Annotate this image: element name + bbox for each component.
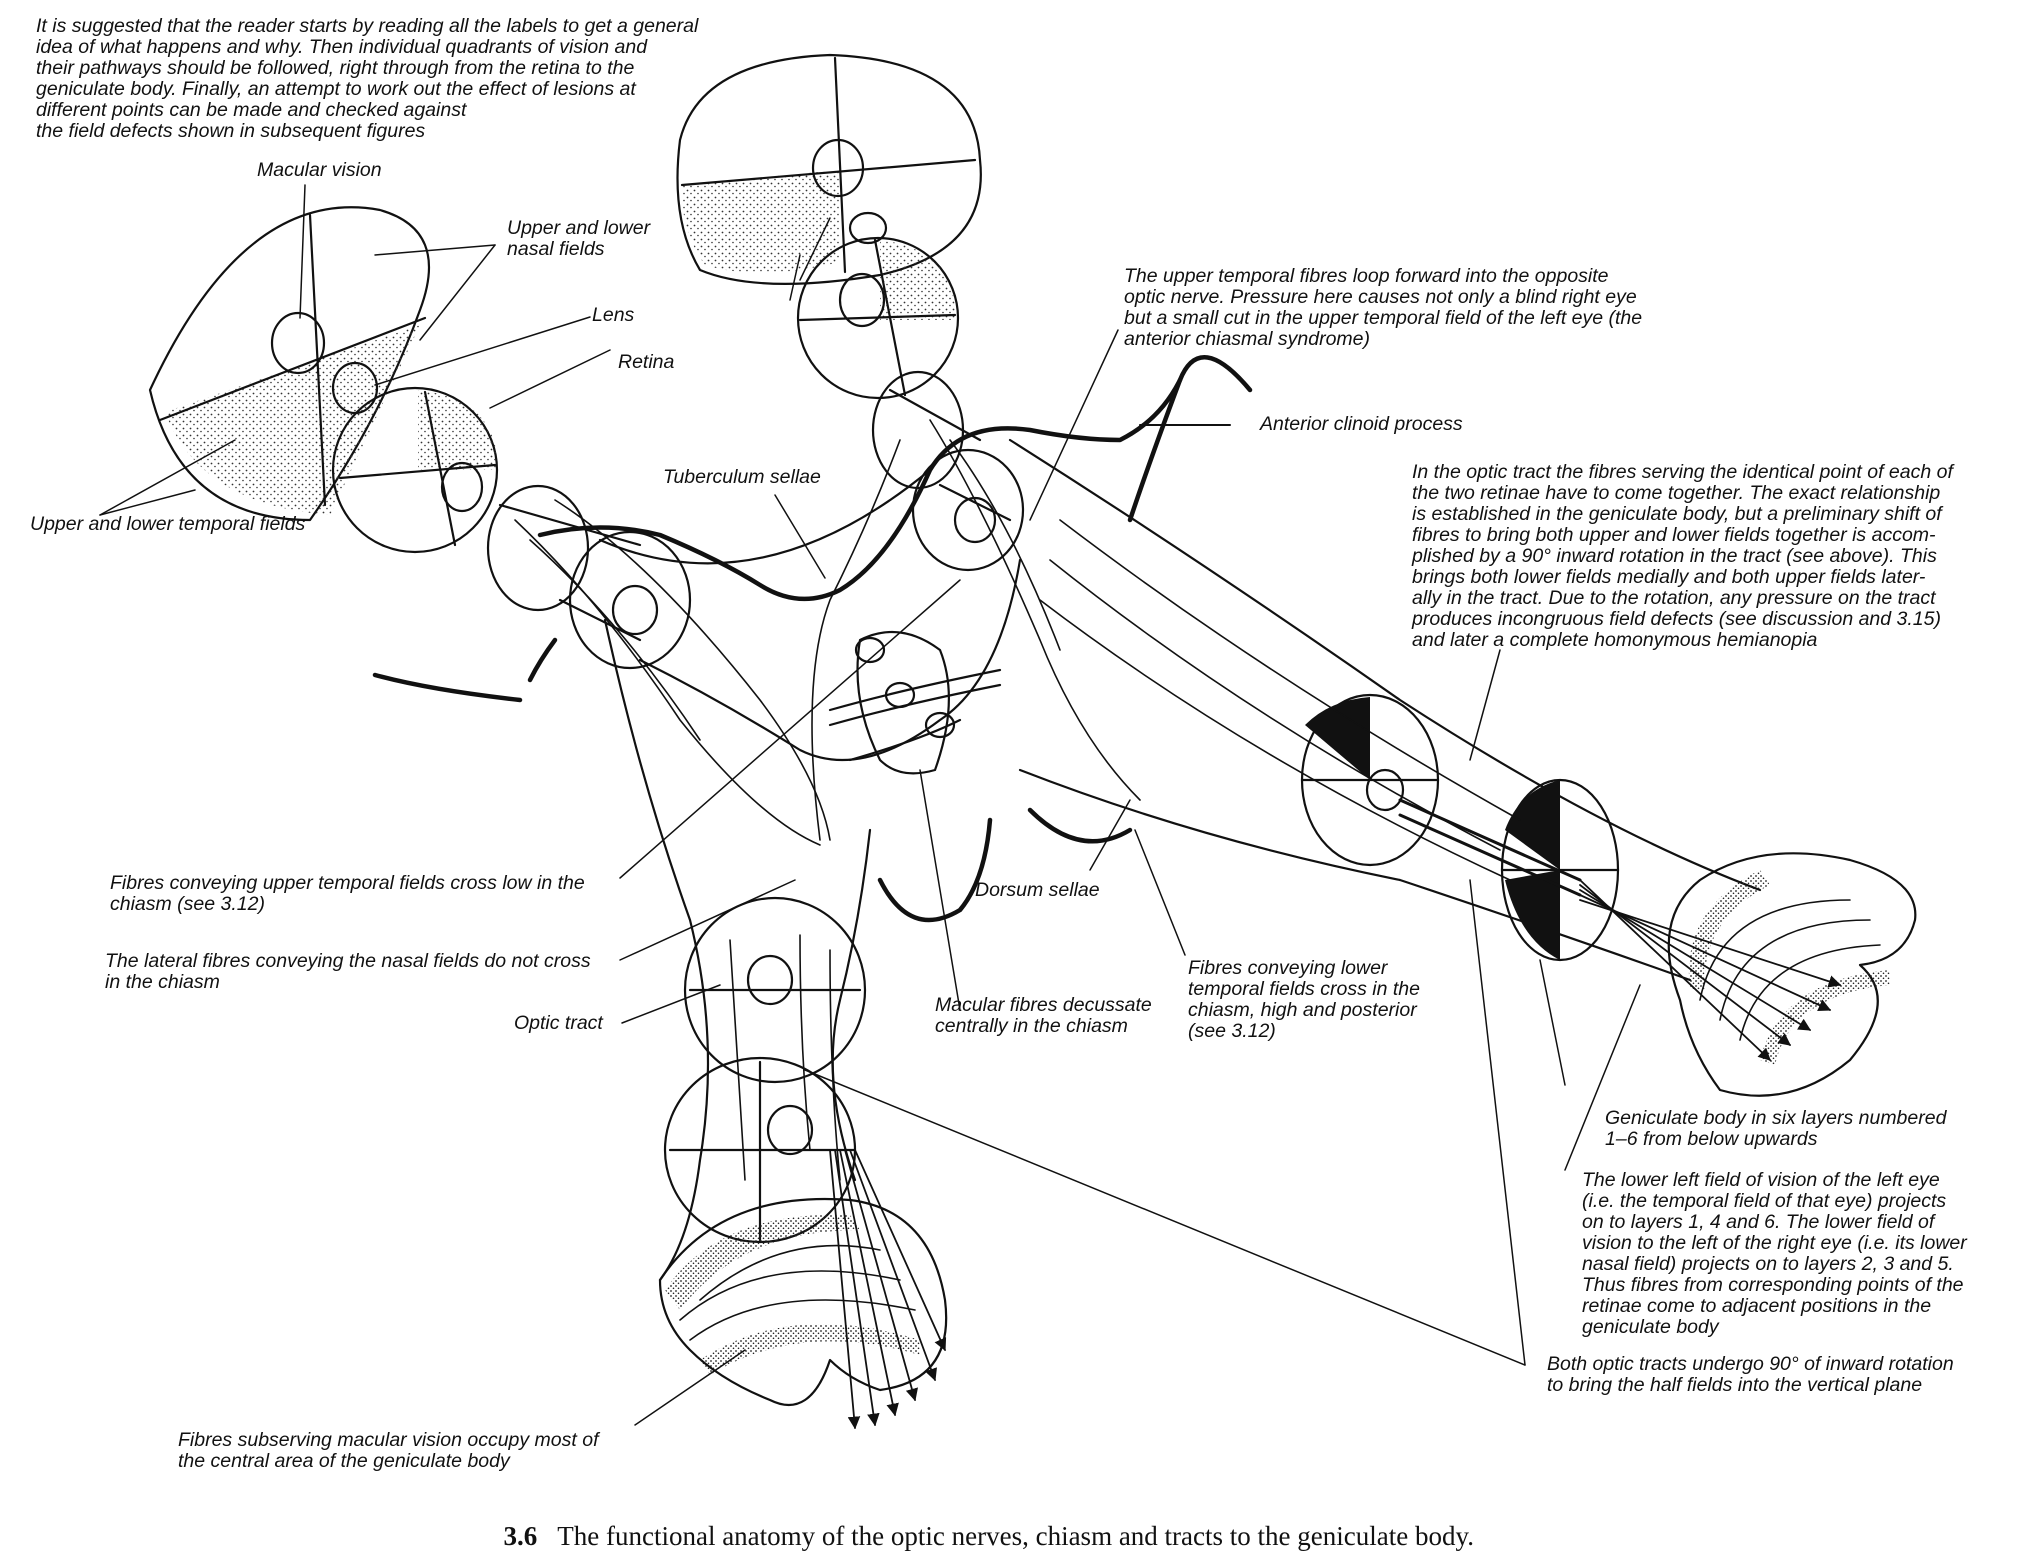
figure-caption-text: The functional anatomy of the optic nerv… [557, 1521, 1474, 1551]
left-radiation-arrows [830, 1150, 945, 1428]
figure-caption: 3.6 The functional anatomy of the optic n… [490, 1490, 1474, 1552]
left-geniculate-body [660, 1199, 946, 1405]
right-radiation-arrows [1580, 880, 1840, 1060]
label-upper-temporal-cross-low: Fibres conveying upper temporal fields c… [110, 873, 585, 915]
intro-note: It is suggested that the reader starts b… [36, 16, 698, 142]
label-macular-vision: Macular vision [257, 160, 382, 181]
left-optic-tract [605, 620, 870, 1280]
optic-nerves-and-chiasm [488, 372, 1140, 845]
label-upper-temporal-loop: The upper temporal fibres loop forward i… [1124, 266, 1642, 350]
label-upper-lower-nasal-fields: Upper and lower nasal fields [507, 218, 650, 260]
figure-number: 3.6 [504, 1521, 538, 1551]
label-geniculate-six-layers: Geniculate body in six layers numbered 1… [1605, 1108, 1946, 1150]
label-retina: Retina [618, 352, 674, 373]
right-geniculate-body [1669, 853, 1916, 1095]
label-tuberculum-sellae: Tuberculum sellae [663, 467, 821, 488]
sella-contours [375, 357, 1250, 920]
left-globe [333, 388, 497, 552]
right-visual-field [678, 55, 981, 284]
label-anterior-clinoid-process: Anterior clinoid process [1260, 414, 1463, 435]
label-lower-temporal-cross: Fibres conveying lower temporal fields c… [1188, 958, 1420, 1042]
label-upper-lower-temporal-fields: Upper and lower temporal fields [30, 514, 305, 535]
label-lateral-nasal-fibres: The lateral fibres conveying the nasal f… [105, 951, 591, 993]
label-optic-tract: Optic tract [514, 1013, 603, 1034]
label-macular-decussate: Macular fibres decussate centrally in th… [935, 995, 1152, 1037]
label-optic-tract-rotation: In the optic tract the fibres serving th… [1412, 462, 1953, 651]
label-lens: Lens [592, 305, 634, 326]
right-globe [798, 238, 958, 398]
label-macular-geniculate: Fibres subserving macular vision occupy … [178, 1430, 599, 1472]
label-lower-left-field: The lower left field of vision of the le… [1582, 1170, 1967, 1338]
label-both-tracts-rotation: Both optic tracts undergo 90° of inward … [1547, 1354, 1954, 1396]
label-dorsum-sellae: Dorsum sellae [975, 880, 1100, 901]
